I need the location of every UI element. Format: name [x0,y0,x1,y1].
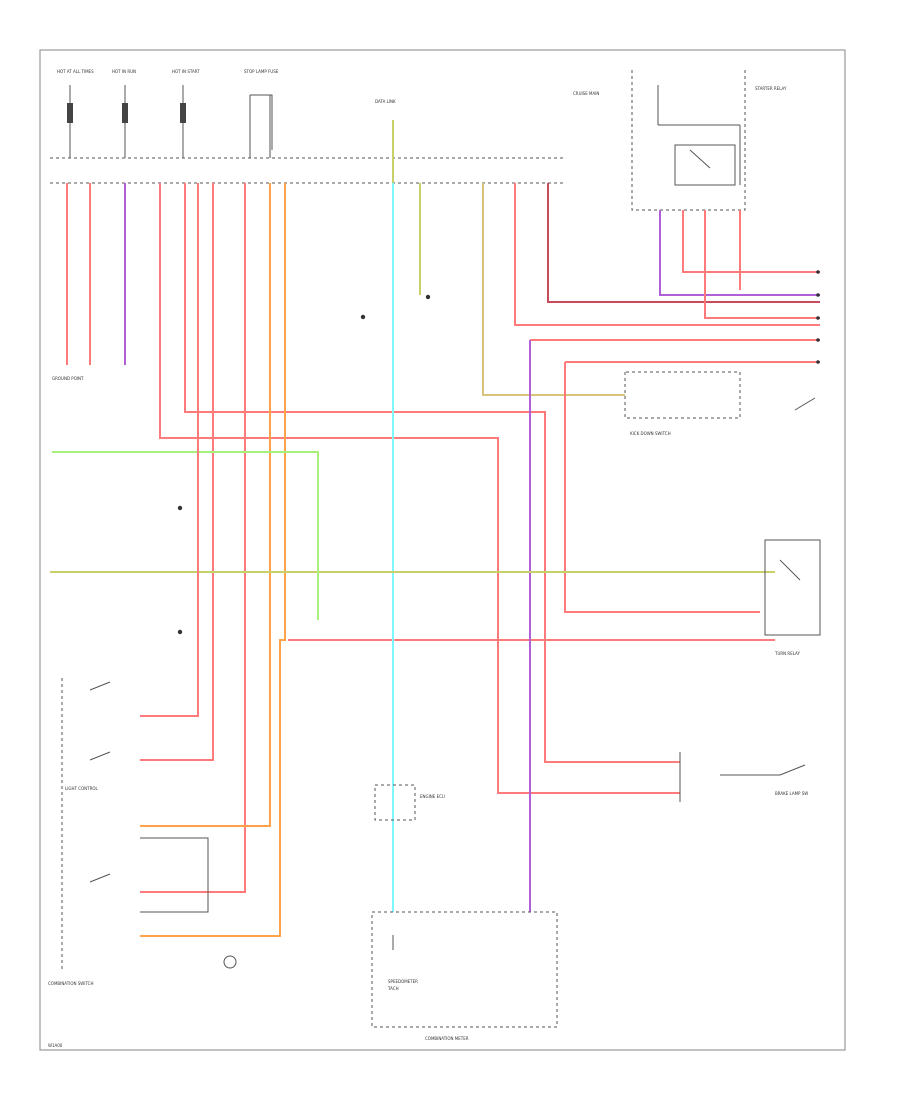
label-engine-ecu: ENGINE ECU [420,794,445,799]
brake-lamp-switch [679,752,806,802]
fuse-box-region [50,85,565,184]
label-hot-at-all-times: HOT AT ALL TIMES [57,69,94,74]
label-light-control: LIGHT CONTROL [65,786,99,791]
label-cruise-main: CRUISE MAIN [573,91,599,96]
left-wires [66,183,126,365]
label-hot-in-run: HOT IN RUN [112,69,136,74]
label-combination-meter: COMBINATION METER [425,1036,469,1041]
label-hot-in-start: HOT IN START [172,69,200,74]
label-stop-lamp-fuse: STOP LAMP FUSE [244,69,279,74]
label-data-link: DATA LINK [375,99,396,104]
starter-relay-box [631,70,746,211]
fuse-symbols [67,103,186,123]
label-combination-switch: COMBINATION SWITCH [48,981,93,986]
main-wires [50,120,820,937]
label-speedometer: SPEEDOMETER [388,979,418,984]
label-ground-point: GROUND POINT [52,376,84,381]
label-starter-relay: STARTER RELAY [755,86,787,91]
kick-down-region [624,371,816,419]
label-kick-down-switch: KICK DOWN SWITCH [630,431,671,436]
diagram-border [39,49,846,1051]
engine-ecu-block [374,784,416,821]
label-tach: TACH [387,986,399,991]
combination-meter-box [371,911,558,1028]
footer-code: W1A00 [48,1043,63,1048]
top-labels: HOT AT ALL TIMES HOT IN RUN HOT IN START… [57,69,396,104]
label-brake-lamp-sw: BRAKE LAMP SW [775,791,808,796]
label-turn-relay: TURN RELAY [774,651,800,656]
combination-switch-block [61,678,237,970]
turn-relay-box [764,539,821,636]
connector-dots [177,270,820,635]
